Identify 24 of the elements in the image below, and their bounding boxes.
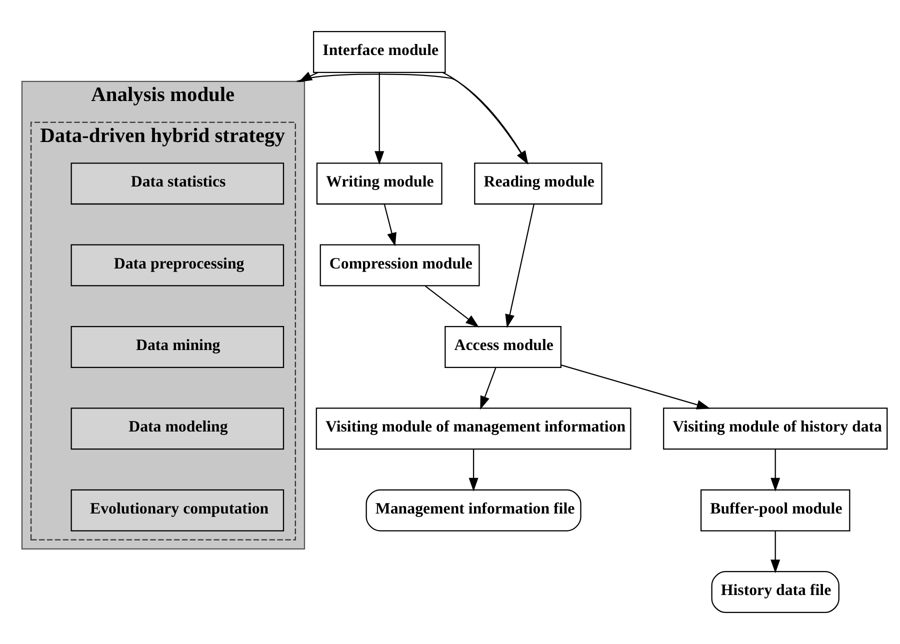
- arrow: [384, 204, 396, 246]
- node-box: History data file: [711, 571, 840, 614]
- node-box: Data preprocessing: [70, 244, 284, 286]
- node-box: Data statistics: [70, 162, 284, 205]
- node-box: Buffer-pool module: [700, 489, 850, 532]
- node-box: Writing module: [316, 162, 442, 205]
- node-box: Evolutionary computation: [70, 489, 284, 532]
- node-box: Interface module: [313, 30, 446, 73]
- arrow: [374, 72, 384, 165]
- arrow: [560, 364, 710, 410]
- arrow: [770, 531, 780, 574]
- arrow: [468, 449, 478, 492]
- node-box: Compression module: [320, 244, 480, 286]
- node-box: Visiting module of history data: [663, 408, 888, 450]
- arrow: [480, 368, 496, 410]
- node-box: Data mining: [70, 326, 284, 368]
- arrow: [770, 449, 780, 492]
- arrow: [505, 204, 535, 328]
- node-box: Management information file: [366, 489, 582, 532]
- node-box: Visiting module of management information: [316, 408, 632, 450]
- node-box: Data modeling: [70, 408, 284, 450]
- node-box: Access module: [444, 326, 562, 368]
- arrow: [424, 286, 480, 328]
- node-box: Reading module: [474, 162, 602, 205]
